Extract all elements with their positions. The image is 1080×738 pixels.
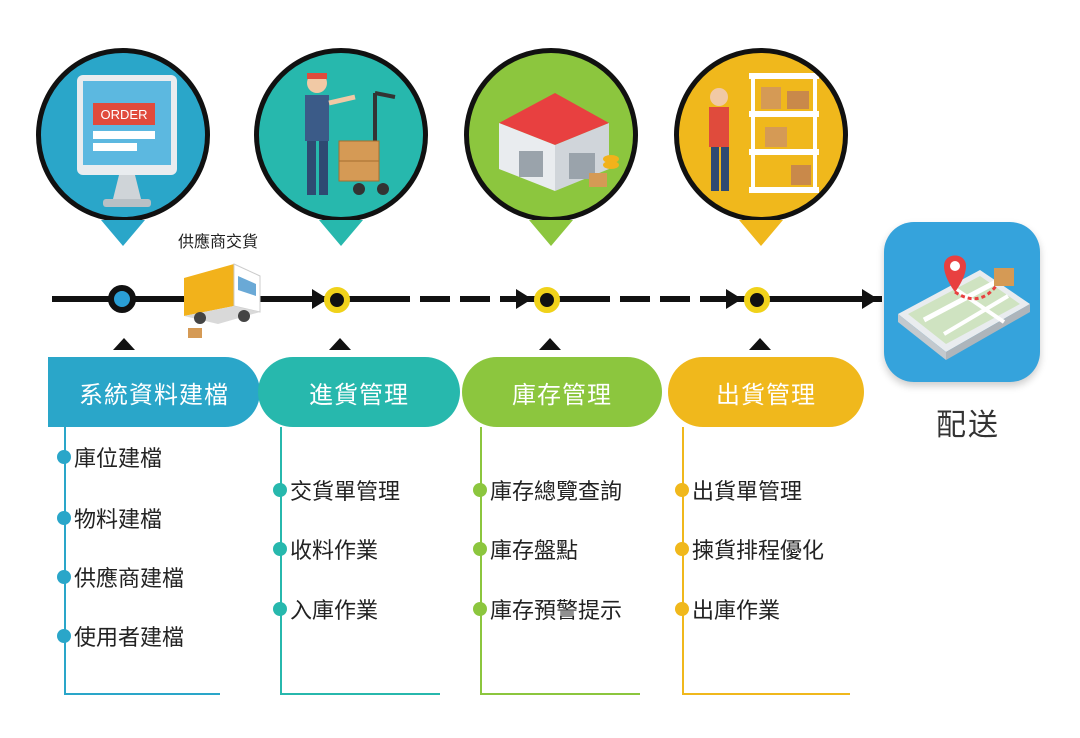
list-item: 庫存預警提示 — [473, 593, 622, 625]
pin-tip — [319, 220, 363, 246]
list-item: 揀貨排程優化 — [675, 533, 824, 565]
arrow-icon — [726, 289, 742, 309]
list-item: 供應商建檔 — [57, 561, 184, 593]
item-label: 庫存預警提示 — [490, 599, 623, 624]
timeline-node — [324, 287, 350, 313]
item-label: 使用者建檔 — [74, 626, 185, 651]
pin-receiving — [254, 48, 428, 222]
item-label: 出貨單管理 — [692, 480, 803, 505]
timeline-gap — [490, 296, 500, 302]
svg-text:ORDER: ORDER — [101, 107, 148, 122]
picker-shelves-icon — [709, 73, 819, 193]
item-label: 交貨單管理 — [290, 480, 401, 505]
bullet-dot — [273, 483, 287, 497]
bullet-dot — [57, 629, 71, 643]
list-item: 交貨單管理 — [273, 474, 400, 506]
list-item: 使用者建檔 — [57, 620, 184, 652]
timeline-line — [52, 296, 882, 302]
list-item: 入庫作業 — [273, 593, 378, 625]
bullet-dot — [675, 483, 689, 497]
pin-system-data: ORDER — [36, 48, 210, 222]
up-arrow-icon — [539, 338, 561, 350]
item-label: 庫存盤點 — [490, 539, 579, 564]
column-line — [64, 693, 220, 695]
arrow-icon — [862, 289, 878, 309]
pin-tip — [101, 220, 145, 246]
stage-header-system-data: 系統資料建檔 — [48, 357, 260, 427]
list-item: 庫存總覽查詢 — [473, 474, 622, 506]
pin-inventory — [464, 48, 638, 222]
item-label: 庫位建檔 — [74, 447, 163, 472]
bullet-dot — [473, 483, 487, 497]
stage-header-outbound: 出貨管理 — [668, 357, 864, 427]
bullet-dot — [57, 570, 71, 584]
bullet-dot — [675, 602, 689, 616]
bullet-dot — [57, 511, 71, 525]
timeline-gap — [610, 296, 620, 302]
arrow-icon — [516, 289, 532, 309]
warehouse-icon — [499, 93, 619, 191]
stage-header-inventory: 庫存管理 — [462, 357, 662, 427]
column-line — [280, 693, 440, 695]
supplier-delivery-label: 供應商交貨 — [178, 232, 259, 251]
column-line — [480, 427, 482, 695]
bullet-dot — [273, 602, 287, 616]
item-label: 出庫作業 — [692, 599, 781, 624]
computer-order-icon: ORDER — [77, 75, 177, 207]
column-line — [64, 427, 66, 695]
column-line — [480, 693, 640, 695]
timeline-gap — [650, 296, 660, 302]
list-item: 庫存盤點 — [473, 533, 578, 565]
list-item: 出庫作業 — [675, 593, 780, 625]
timeline-gap — [450, 296, 460, 302]
item-label: 物料建檔 — [74, 508, 163, 533]
timeline-gap — [410, 296, 420, 302]
timeline-node — [744, 287, 770, 313]
list-item: 庫位建檔 — [57, 441, 162, 473]
up-arrow-icon — [749, 338, 771, 350]
bullet-dot — [473, 542, 487, 556]
bullet-dot — [675, 542, 689, 556]
column-line — [280, 427, 282, 695]
pin-outbound — [674, 48, 848, 222]
item-label: 庫存總覽查詢 — [490, 480, 623, 505]
timeline-node-start — [108, 285, 136, 313]
map-location-app-icon — [884, 222, 1040, 382]
stage-header-receiving: 進貨管理 — [258, 357, 460, 427]
item-label: 供應商建檔 — [74, 567, 185, 592]
bullet-dot — [57, 450, 71, 464]
column-line — [682, 693, 850, 695]
pin-tip — [529, 220, 573, 246]
list-item: 收料作業 — [273, 533, 378, 565]
list-item: 出貨單管理 — [675, 474, 802, 506]
pin-tip — [739, 220, 783, 246]
delivery-truck-icon — [178, 250, 274, 340]
bullet-dot — [473, 602, 487, 616]
bullet-dot — [273, 542, 287, 556]
column-line — [682, 427, 684, 695]
timeline-gap — [690, 296, 700, 302]
item-label: 收料作業 — [290, 539, 379, 564]
worker-handtruck-icon — [305, 73, 396, 195]
delivery-label: 配送 — [936, 408, 1000, 443]
up-arrow-icon — [113, 338, 135, 350]
item-label: 揀貨排程優化 — [692, 539, 825, 564]
up-arrow-icon — [329, 338, 351, 350]
item-label: 入庫作業 — [290, 599, 379, 624]
list-item: 物料建檔 — [57, 502, 162, 534]
timeline-node — [534, 287, 560, 313]
